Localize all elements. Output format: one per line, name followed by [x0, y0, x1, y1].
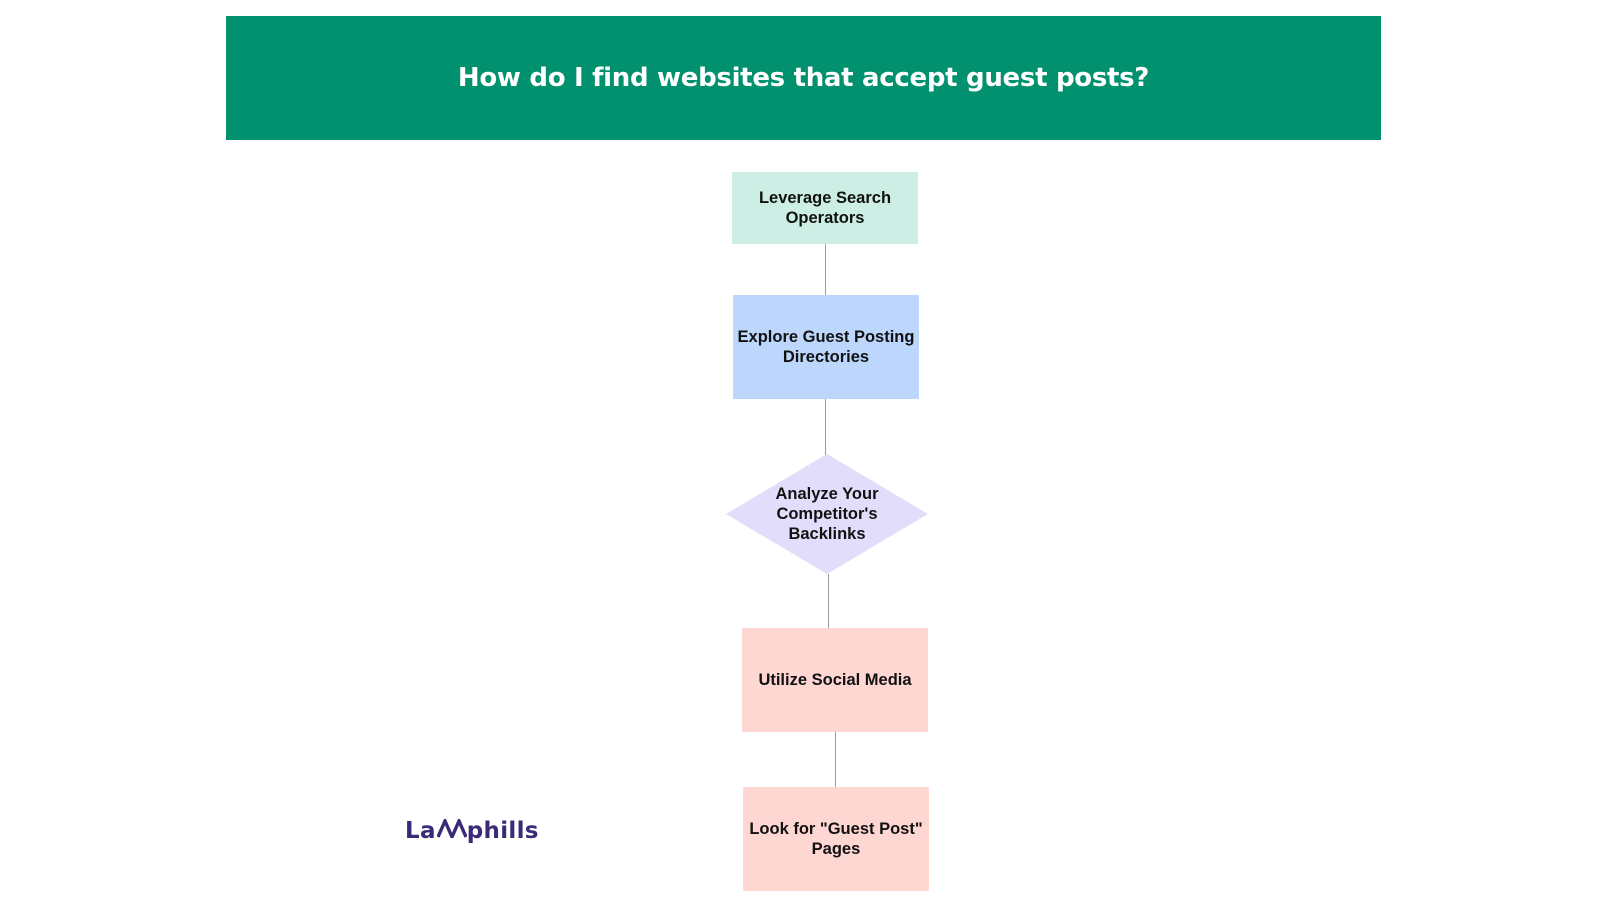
- page-title: How do I find websites that accept guest…: [457, 63, 1150, 93]
- flow-node-look-for-guest-post-pages: Look for "Guest Post" Pages: [743, 787, 929, 891]
- flow-node-label: Utilize Social Media: [758, 671, 912, 689]
- flow-connector: [825, 399, 826, 455]
- flow-node-label: Look for "Guest Post" Pages: [749, 820, 923, 858]
- decision-diamond-shape: [726, 454, 928, 574]
- flow-node-label: Leverage Search Operators: [758, 189, 892, 227]
- flow-connector: [825, 244, 826, 295]
- logo-text-suffix: phills: [466, 818, 539, 844]
- flow-connector: [828, 574, 829, 628]
- flow-node-explore-guest-posting-directories: Explore Guest Posting Directories: [733, 295, 919, 399]
- flow-connector: [835, 732, 836, 787]
- flow-node-utilize-social-media: Utilize Social Media: [742, 628, 928, 732]
- flow-node-analyze-competitor-backlinks: Analyze Your Competitor's Backlinks: [726, 454, 928, 574]
- double-peak-m-icon: [436, 819, 467, 838]
- title-banner: How do I find websites that accept guest…: [226, 16, 1381, 140]
- flow-node-label: Analyze Your Competitor's Backlinks: [775, 485, 879, 543]
- logo-text-prefix: La: [405, 818, 436, 844]
- flow-node-label: Explore Guest Posting Directories: [737, 328, 915, 366]
- flow-node-leverage-search-operators: Leverage Search Operators: [732, 172, 918, 244]
- brand-logo: La phills: [405, 818, 539, 844]
